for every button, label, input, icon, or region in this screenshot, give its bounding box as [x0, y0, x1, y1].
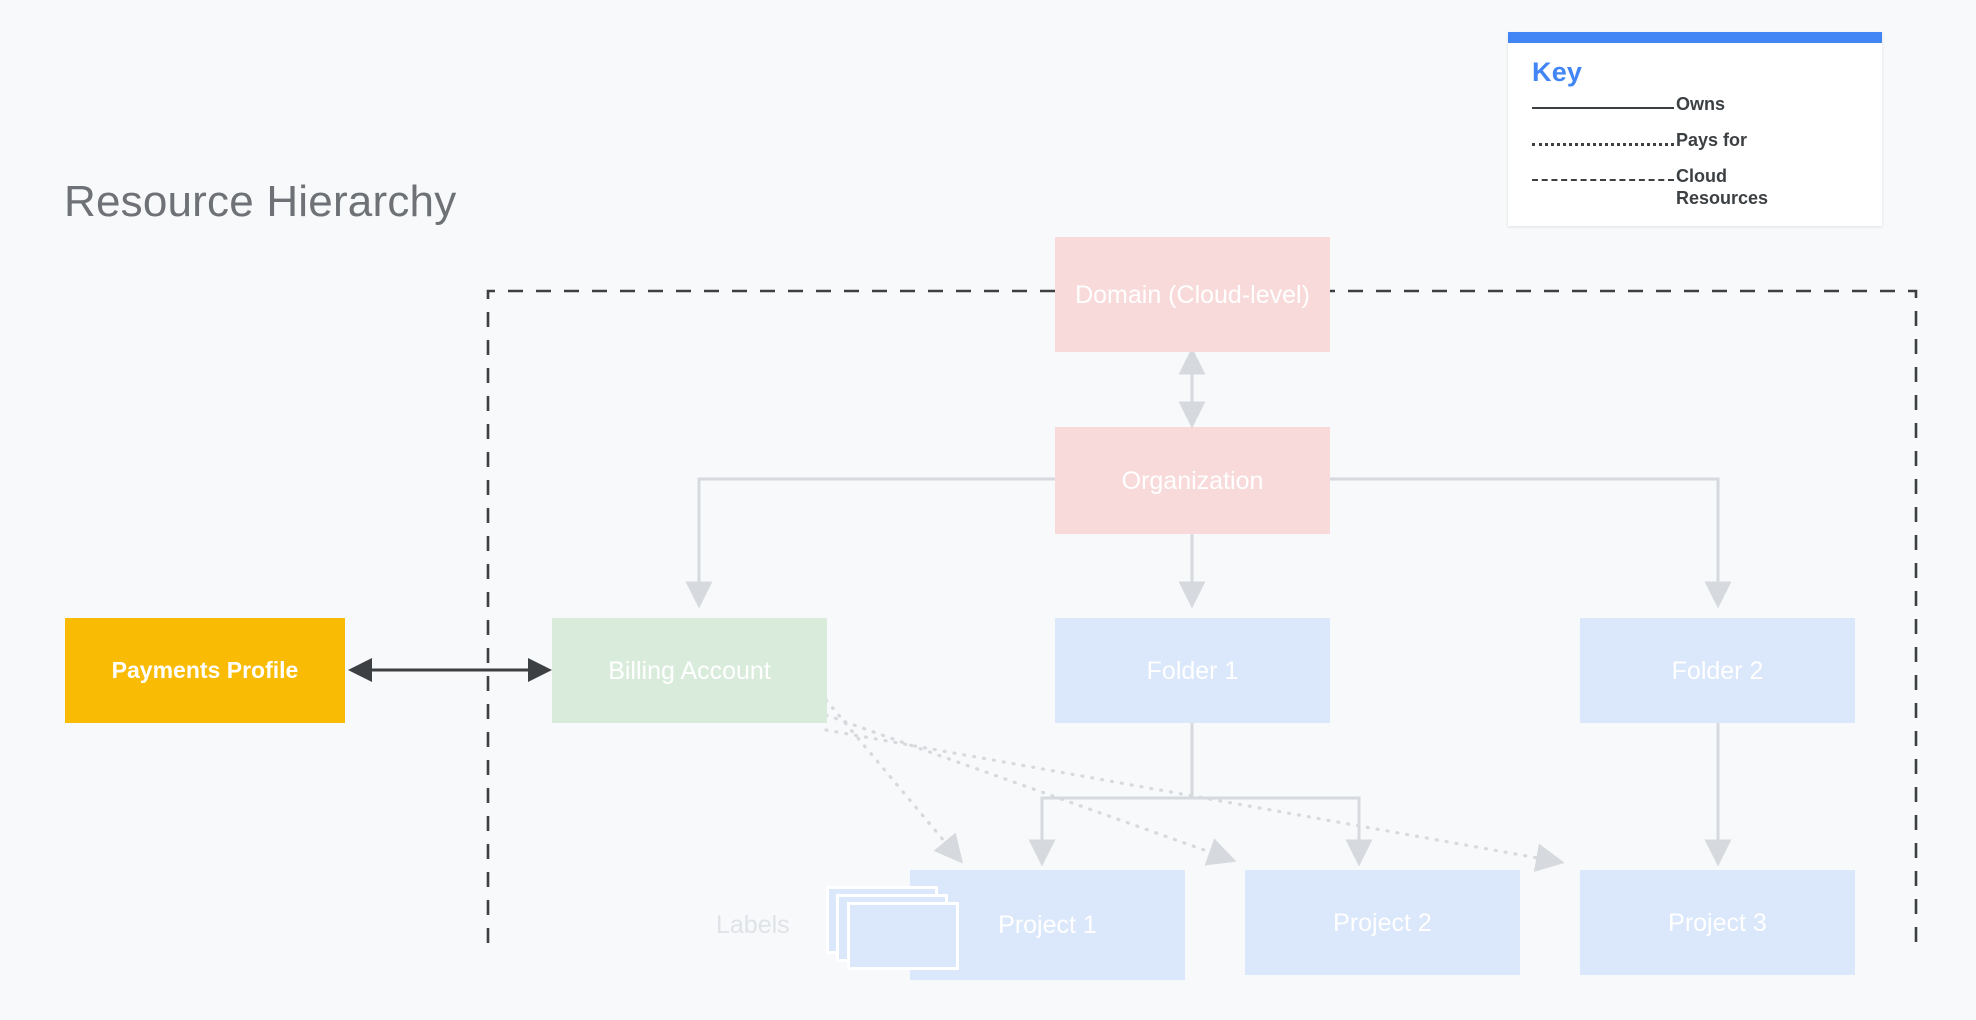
node-project-3[interactable]: Project 3 [1580, 870, 1855, 975]
node-folder-1[interactable]: Folder 1 [1055, 618, 1330, 723]
node-billing-account[interactable]: Billing Account [552, 618, 827, 723]
solid-line-icon [1532, 98, 1676, 118]
edge-billing-account-project-1 [824, 698, 964, 864]
labels-card-stack-icon[interactable] [826, 886, 960, 970]
key-item-cloud-resources: Cloud Resources [1532, 166, 1862, 210]
dotted-line-icon [1532, 134, 1676, 154]
edge-billing-account-project-3 [824, 728, 1565, 872]
edge-billing-account-project-2 [824, 713, 1237, 866]
edge-folder-1-project-1 [1028, 723, 1194, 867]
edge-folder-1-project-2 [1190, 723, 1373, 867]
edge-organization-billing-account [685, 477, 1055, 609]
page-title: Resource Hierarchy [64, 177, 457, 226]
key-accent-bar [1508, 32, 1882, 43]
label-card-front [847, 902, 959, 970]
node-folder-2[interactable]: Folder 2 [1580, 618, 1855, 723]
labels-caption: Labels [716, 911, 790, 939]
node-project-2[interactable]: Project 2 [1245, 870, 1520, 975]
node-payments-profile[interactable]: Payments Profile [65, 618, 345, 723]
key-item-label: Pays for [1676, 130, 1748, 150]
key-item-label: Owns [1676, 94, 1726, 114]
key-item-label: Cloud Resources [1676, 166, 1769, 208]
edge-organization-folder-2 [1330, 477, 1732, 609]
node-domain[interactable]: Domain (Cloud-level) [1055, 237, 1330, 352]
key-item-owns: Owns [1532, 94, 1862, 118]
key-item-pays-for: Pays for [1532, 130, 1862, 154]
dashed-line-icon [1532, 170, 1676, 190]
key-legend-card: Key Owns Pays for Cloud Resources [1508, 32, 1882, 226]
key-heading: Key [1532, 57, 1583, 87]
node-organization[interactable]: Organization [1055, 427, 1330, 534]
